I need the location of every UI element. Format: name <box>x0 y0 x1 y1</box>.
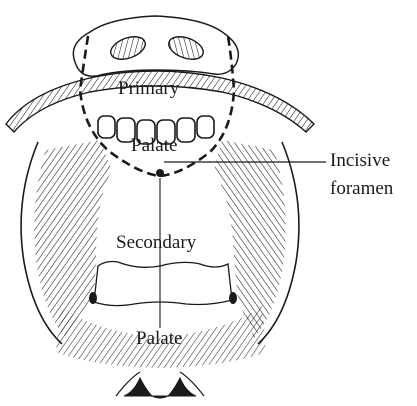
palatal-shelf-left <box>34 140 112 338</box>
tooth-6 <box>197 116 214 138</box>
label-foramen: foramen <box>330 179 393 198</box>
label-incisive: Incisive <box>330 151 390 170</box>
nostril-right <box>166 32 207 63</box>
nose-outline <box>73 16 238 76</box>
tooth-1 <box>98 116 115 138</box>
label-palate-lower: Palate <box>136 329 182 348</box>
incisive-foramen-dot <box>156 169 164 177</box>
palatal-shelf-right <box>214 140 286 338</box>
tooth-5 <box>177 118 195 142</box>
uvula-shape <box>124 378 196 398</box>
secondary-palate-opening <box>94 262 232 306</box>
label-primary: Primary <box>118 79 179 98</box>
label-palate-upper: Palate <box>131 136 177 155</box>
right-node <box>229 292 237 304</box>
left-node <box>89 292 97 304</box>
label-secondary: Secondary <box>116 233 196 252</box>
uvula-hatch <box>116 372 204 396</box>
nostril-left <box>108 32 149 63</box>
